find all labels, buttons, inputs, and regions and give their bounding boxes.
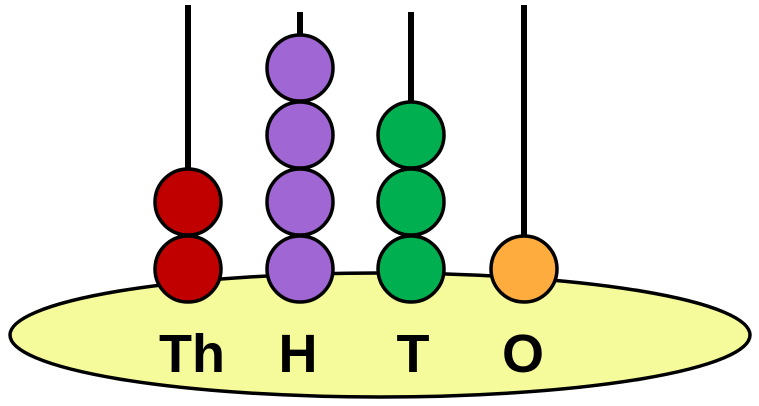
bead-hundreds bbox=[265, 100, 335, 170]
label-tens: T bbox=[397, 324, 430, 384]
bead-hundreds bbox=[265, 33, 335, 103]
abacus-base bbox=[8, 271, 752, 399]
bead-tens bbox=[376, 234, 446, 304]
bead-hundreds bbox=[265, 234, 335, 304]
bead-ones bbox=[489, 234, 559, 304]
abacus-beads bbox=[153, 33, 559, 304]
bead-thousands bbox=[153, 167, 223, 237]
abacus-rods bbox=[185, 5, 527, 269]
bead-thousands bbox=[153, 234, 223, 304]
bead-tens bbox=[376, 100, 446, 170]
label-thousands: Th bbox=[159, 324, 225, 384]
label-hundreds: H bbox=[279, 324, 318, 384]
bead-hundreds bbox=[265, 167, 335, 237]
bead-tens bbox=[376, 167, 446, 237]
label-ones: O bbox=[502, 324, 544, 384]
